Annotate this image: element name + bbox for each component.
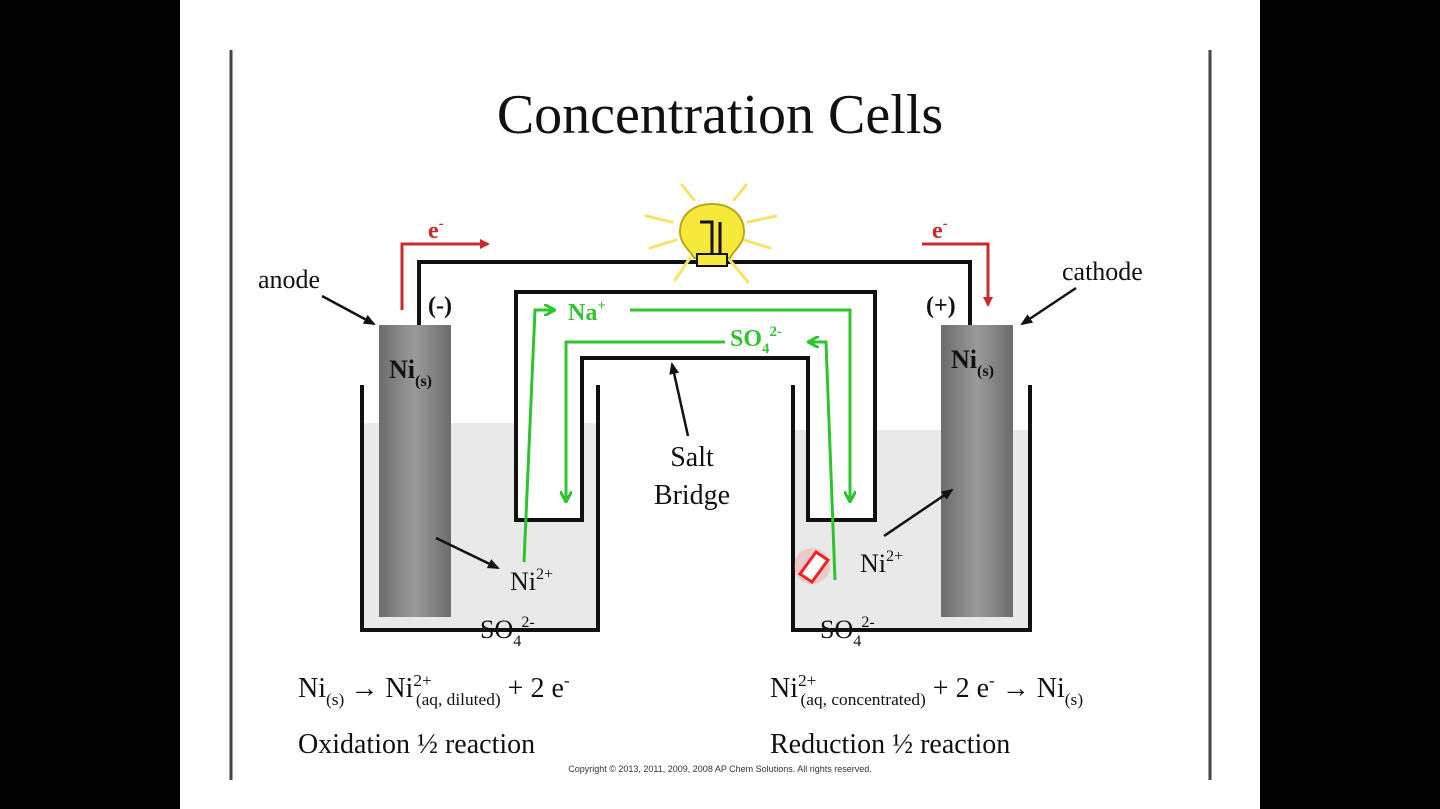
left-polarity-label: (-) <box>428 293 452 319</box>
anode-pointer-arrow <box>321 294 376 326</box>
left-nickel-ion-label: Ni2+ <box>510 566 553 596</box>
left-sulfate-ion-label: SO42- <box>480 614 535 650</box>
bridge-anion-label: SO42- <box>730 324 782 357</box>
anode-label: anode <box>258 265 320 294</box>
copyright-notice: Copyright © 2013, 2011, 2009, 2008 AP Ch… <box>568 764 871 774</box>
pointer-cursor-icon <box>794 548 831 585</box>
right-electrode <box>941 325 1013 617</box>
right-ion-pointer-arrow <box>883 488 954 538</box>
external-wire <box>417 260 972 328</box>
salt-bridge-label-line1: Salt <box>670 442 714 473</box>
salt-bridge-pointer-arrow <box>669 362 690 437</box>
oxidation-label: Oxidation ½ reaction <box>298 729 535 760</box>
right-electron-label: e- <box>932 216 948 244</box>
right-beaker <box>791 385 1032 632</box>
right-electrode-symbol: Ni(s) <box>951 345 994 380</box>
right-sulfate-ion-label: SO42- <box>820 614 875 650</box>
slide-title: Concentration Cells <box>497 84 943 146</box>
left-beaker <box>360 385 600 632</box>
right-electron-arrow <box>922 242 993 307</box>
right-polarity-label: (+) <box>926 293 956 319</box>
anion-bridge-flow <box>566 340 725 500</box>
left-electron-label: e- <box>428 216 444 244</box>
right-nickel-ion-label: Ni2+ <box>860 548 903 578</box>
bridge-cation-label: Na+ <box>568 298 606 326</box>
anion-flow-arrow <box>810 342 837 581</box>
salt-bridge-tube <box>514 290 877 522</box>
cathode-pointer-arrow <box>1020 286 1077 326</box>
light-bulb-icon <box>644 183 778 284</box>
oxidation-equation: Ni(s)→ Ni2+(aq, diluted) + 2 e- <box>298 671 570 709</box>
left-ion-pointer-arrow <box>435 536 500 570</box>
cathode-label: cathode <box>1062 257 1143 286</box>
cation-flow-arrow <box>522 310 553 563</box>
reduction-label: Reduction ½ reaction <box>770 729 1010 760</box>
left-electrode <box>379 325 451 617</box>
cation-bridge-flow <box>630 308 850 500</box>
reduction-equation: Ni2+(aq, concentrated) + 2 e- → Ni(s) <box>770 671 1083 709</box>
left-electrode-symbol: Ni(s) <box>389 355 432 390</box>
left-electron-arrow <box>400 239 490 310</box>
salt-bridge-label-line2: Bridge <box>654 480 730 511</box>
